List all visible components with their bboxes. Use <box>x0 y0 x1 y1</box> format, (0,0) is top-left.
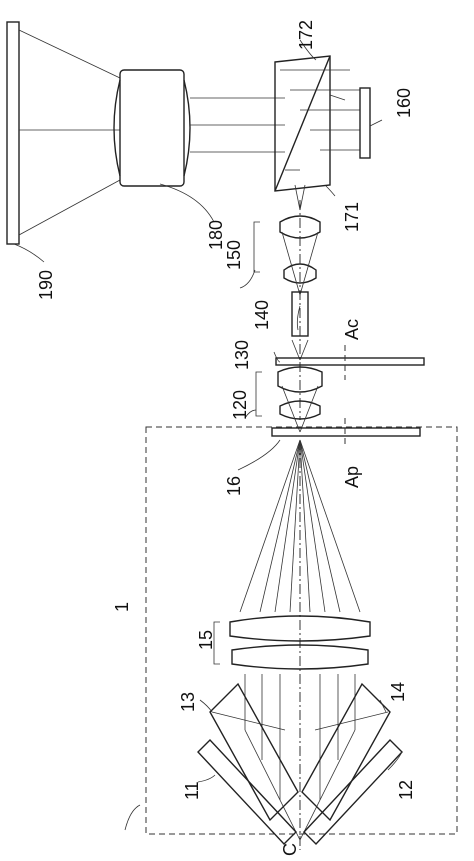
label-14: 14 <box>388 682 408 702</box>
label-180: 180 <box>206 220 226 250</box>
screen-190 <box>6 21 121 245</box>
label-150: 150 <box>224 240 244 270</box>
label-160: 160 <box>394 88 414 118</box>
label-13: 13 <box>178 692 198 712</box>
mirror-11 <box>197 738 297 846</box>
mirror-12 <box>303 738 403 846</box>
prism-14 <box>301 682 391 822</box>
prism-171-172 <box>274 55 360 211</box>
label-120: 120 <box>230 390 250 420</box>
label-11: 11 <box>182 781 202 800</box>
element-140 <box>291 291 309 361</box>
leader-lines <box>13 39 403 831</box>
lens-group-15 <box>213 615 371 670</box>
label-12: 12 <box>396 780 416 800</box>
label-171: 171 <box>342 202 362 232</box>
label-16: 16 <box>224 476 244 496</box>
label-C: C <box>280 843 300 856</box>
label-140: 140 <box>252 300 272 330</box>
label-172: 172 <box>296 20 316 50</box>
label-Ap: Ap <box>342 466 362 488</box>
lens-group-120 <box>255 366 323 433</box>
parallel-rays <box>244 674 356 841</box>
label-130: 130 <box>232 340 252 370</box>
label-15: 15 <box>196 630 216 650</box>
label-1: 1 <box>112 602 132 612</box>
label-Ac: Ac <box>342 319 362 340</box>
labels: 190 180 172 160 171 150 140 130 Ac 120 1… <box>36 20 416 856</box>
lens-group-150 <box>253 200 321 420</box>
prism-13 <box>209 682 299 822</box>
label-190: 190 <box>36 270 56 300</box>
unit-1-boundary <box>145 426 458 835</box>
aperture-16 <box>271 418 421 446</box>
aperture-130 <box>275 345 425 380</box>
projection-lens-180 <box>113 69 285 187</box>
display-element-160 <box>359 87 371 159</box>
